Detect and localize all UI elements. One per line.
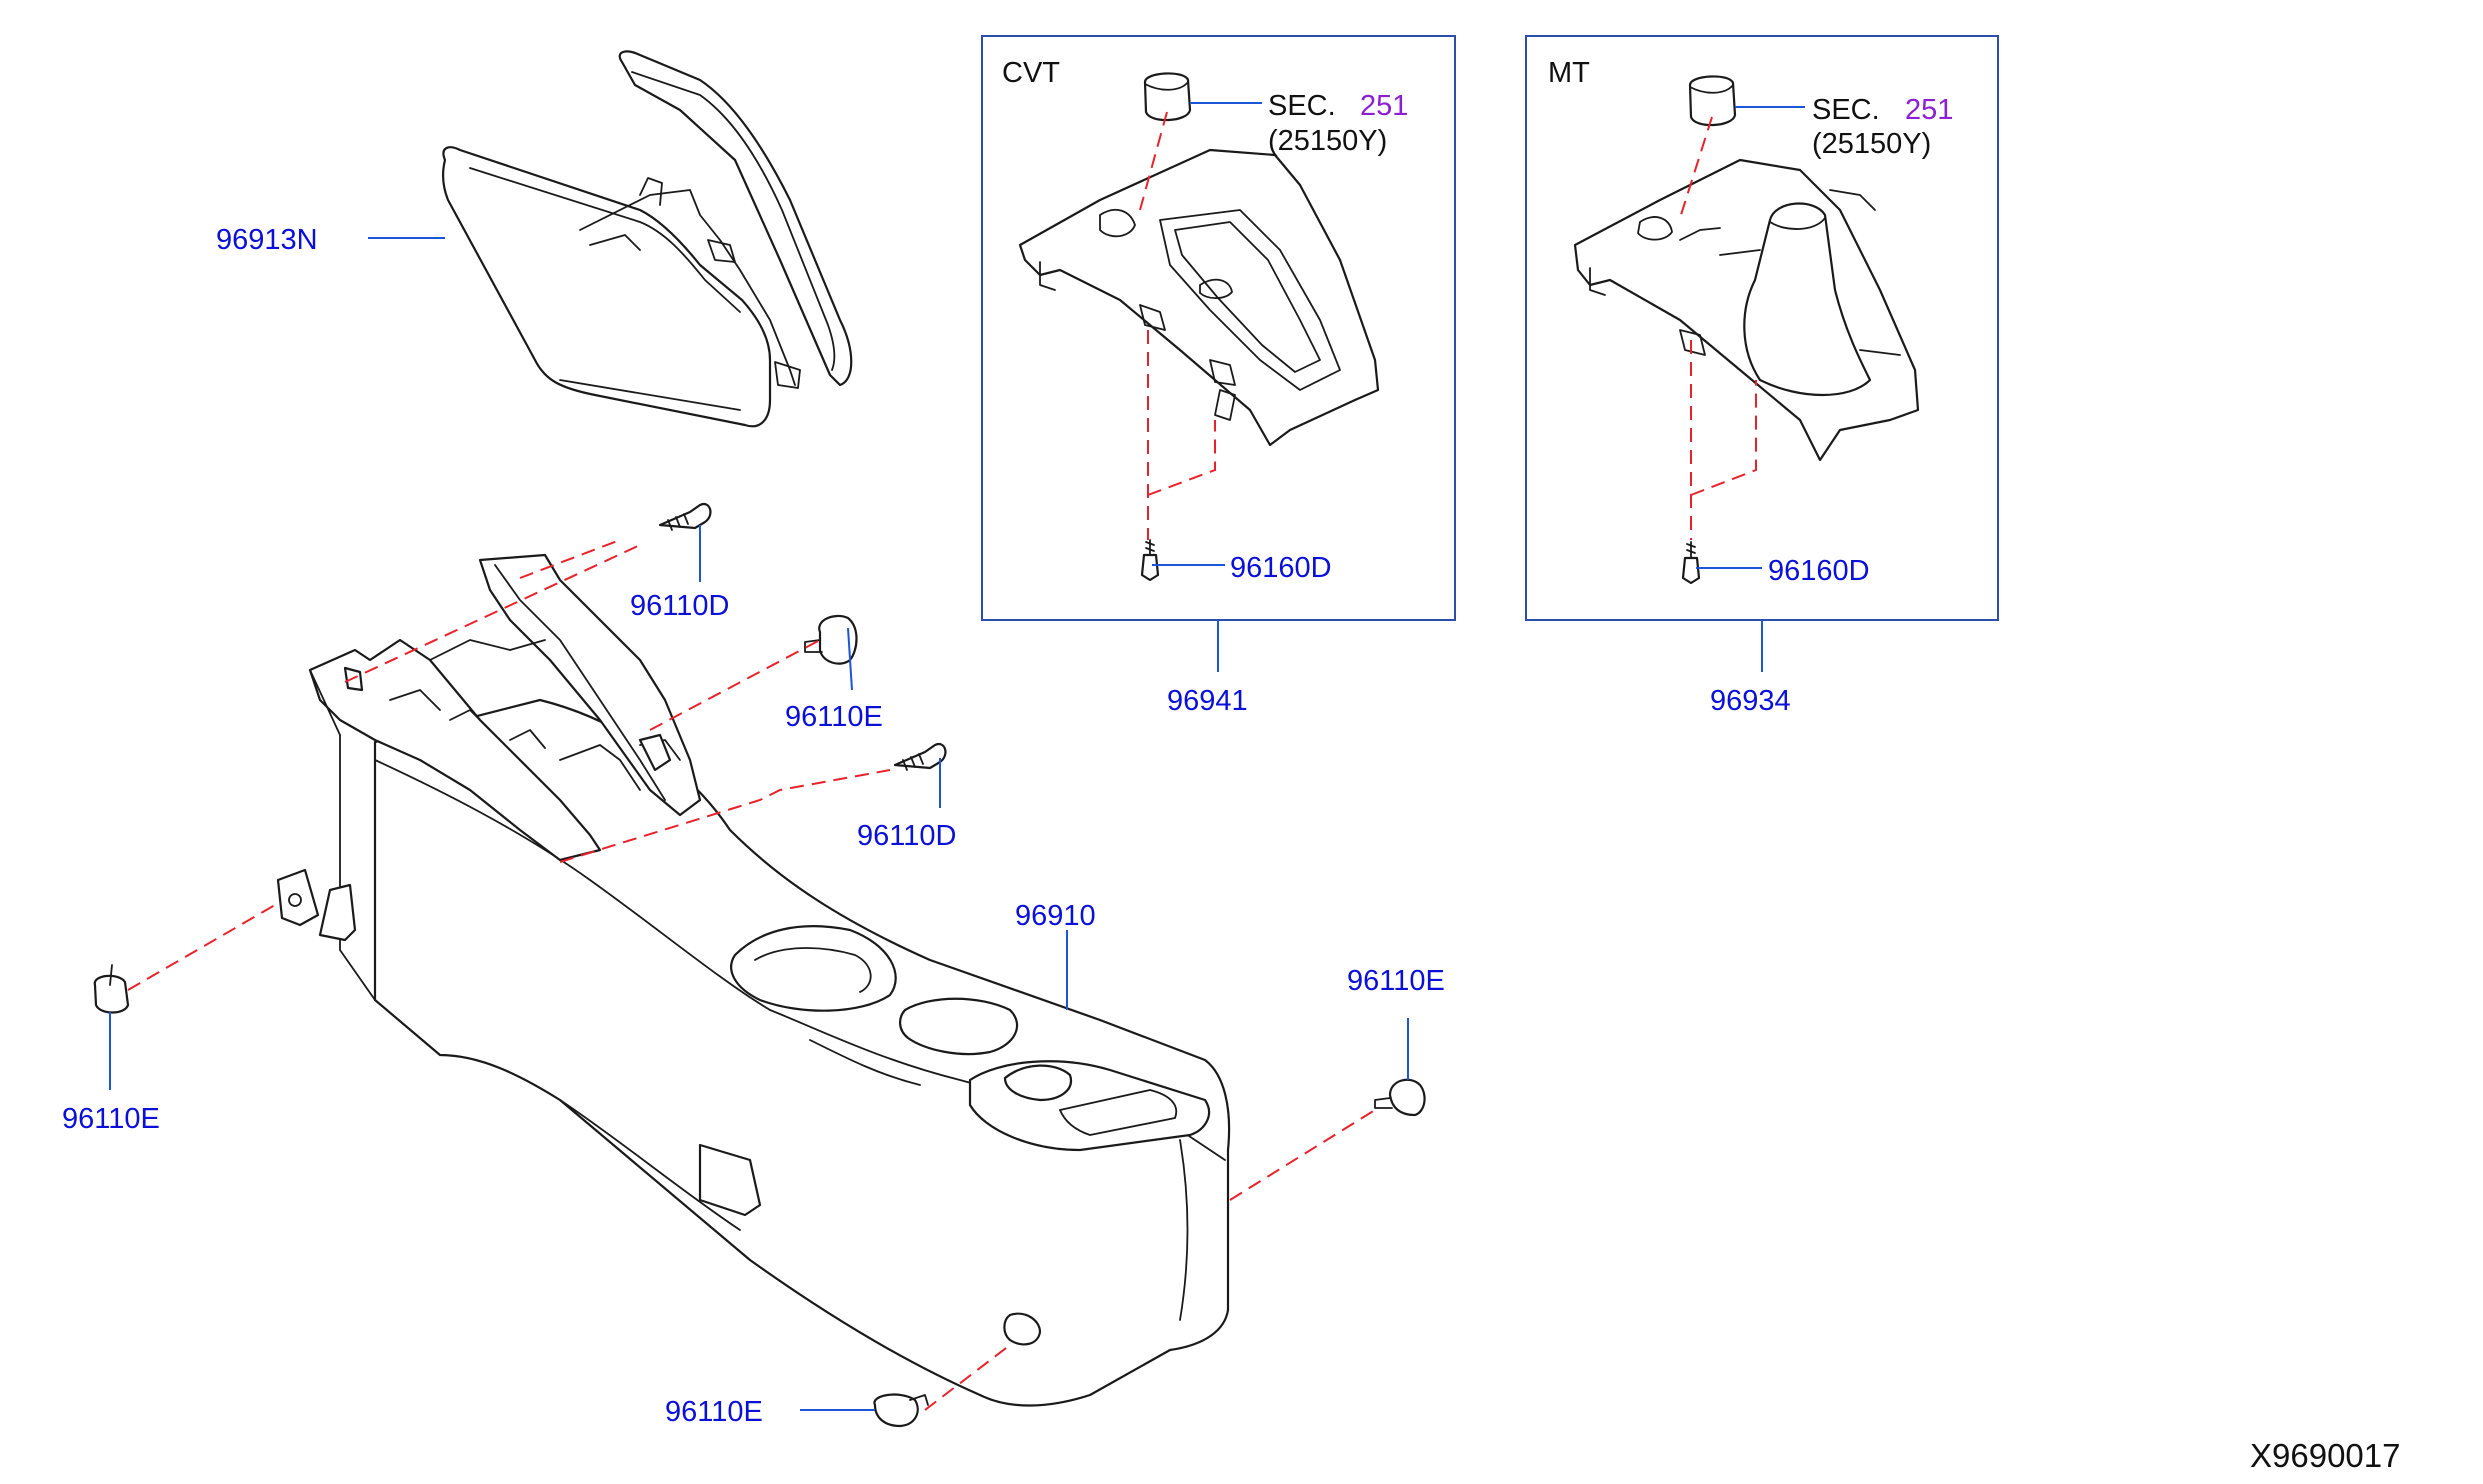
clip-left-drawing — [93, 964, 130, 1014]
mt-sec-label: SEC. — [1812, 94, 1880, 126]
clip-bottom-drawing — [873, 1393, 929, 1428]
label-clip-top-part: 96110E — [785, 701, 883, 733]
label-clip-left-part: 96110E — [62, 1103, 160, 1135]
leader-lines — [109, 102, 1805, 1411]
mt-sec-number: 251 — [1905, 94, 1953, 126]
mt-box — [1525, 35, 1999, 621]
cvt-box — [981, 35, 1456, 621]
label-screw-mid-part: 96110D — [857, 820, 956, 852]
cvt-sec-label: SEC. — [1268, 90, 1336, 122]
center-console-drawing — [276, 553, 1231, 1407]
mt-box-title: MT — [1548, 57, 1590, 89]
label-screw-top-part: 96110D — [630, 590, 729, 622]
assembly-dashed-lines — [127, 111, 1757, 1411]
label-console-part: 96910 — [1015, 900, 1096, 932]
mt-bolt-part: 96160D — [1768, 555, 1870, 587]
label-clip-right-part: 96110E — [1347, 965, 1445, 997]
clip-top-drawing — [804, 614, 858, 665]
armrest-lid-drawing — [441, 50, 853, 428]
cvt-bolt-drawing — [1140, 553, 1160, 582]
diagram-id: X9690017 — [2250, 1437, 2400, 1474]
mt-bolt-drawing — [1681, 556, 1701, 585]
cvt-shift-knob-drawing — [1143, 72, 1192, 122]
label-lid-part: 96913N — [216, 224, 318, 256]
cvt-box-title: CVT — [1002, 57, 1060, 89]
cvt-sec-number: 251 — [1360, 90, 1408, 122]
cvt-bolt-part: 96160D — [1230, 552, 1332, 584]
label-clip-bottom-part: 96110E — [665, 1396, 763, 1428]
screw-top-drawing — [658, 502, 712, 531]
mt-shift-knob-drawing — [1688, 75, 1737, 127]
mt-assembly-part: 96934 — [1710, 685, 1791, 717]
cvt-assembly-part: 96941 — [1167, 685, 1248, 717]
cvt-sec-sub: (25150Y) — [1268, 125, 1387, 157]
screw-mid-drawing — [893, 742, 947, 771]
mt-sec-sub: (25150Y) — [1812, 128, 1931, 160]
clip-right-drawing — [1374, 1078, 1426, 1117]
